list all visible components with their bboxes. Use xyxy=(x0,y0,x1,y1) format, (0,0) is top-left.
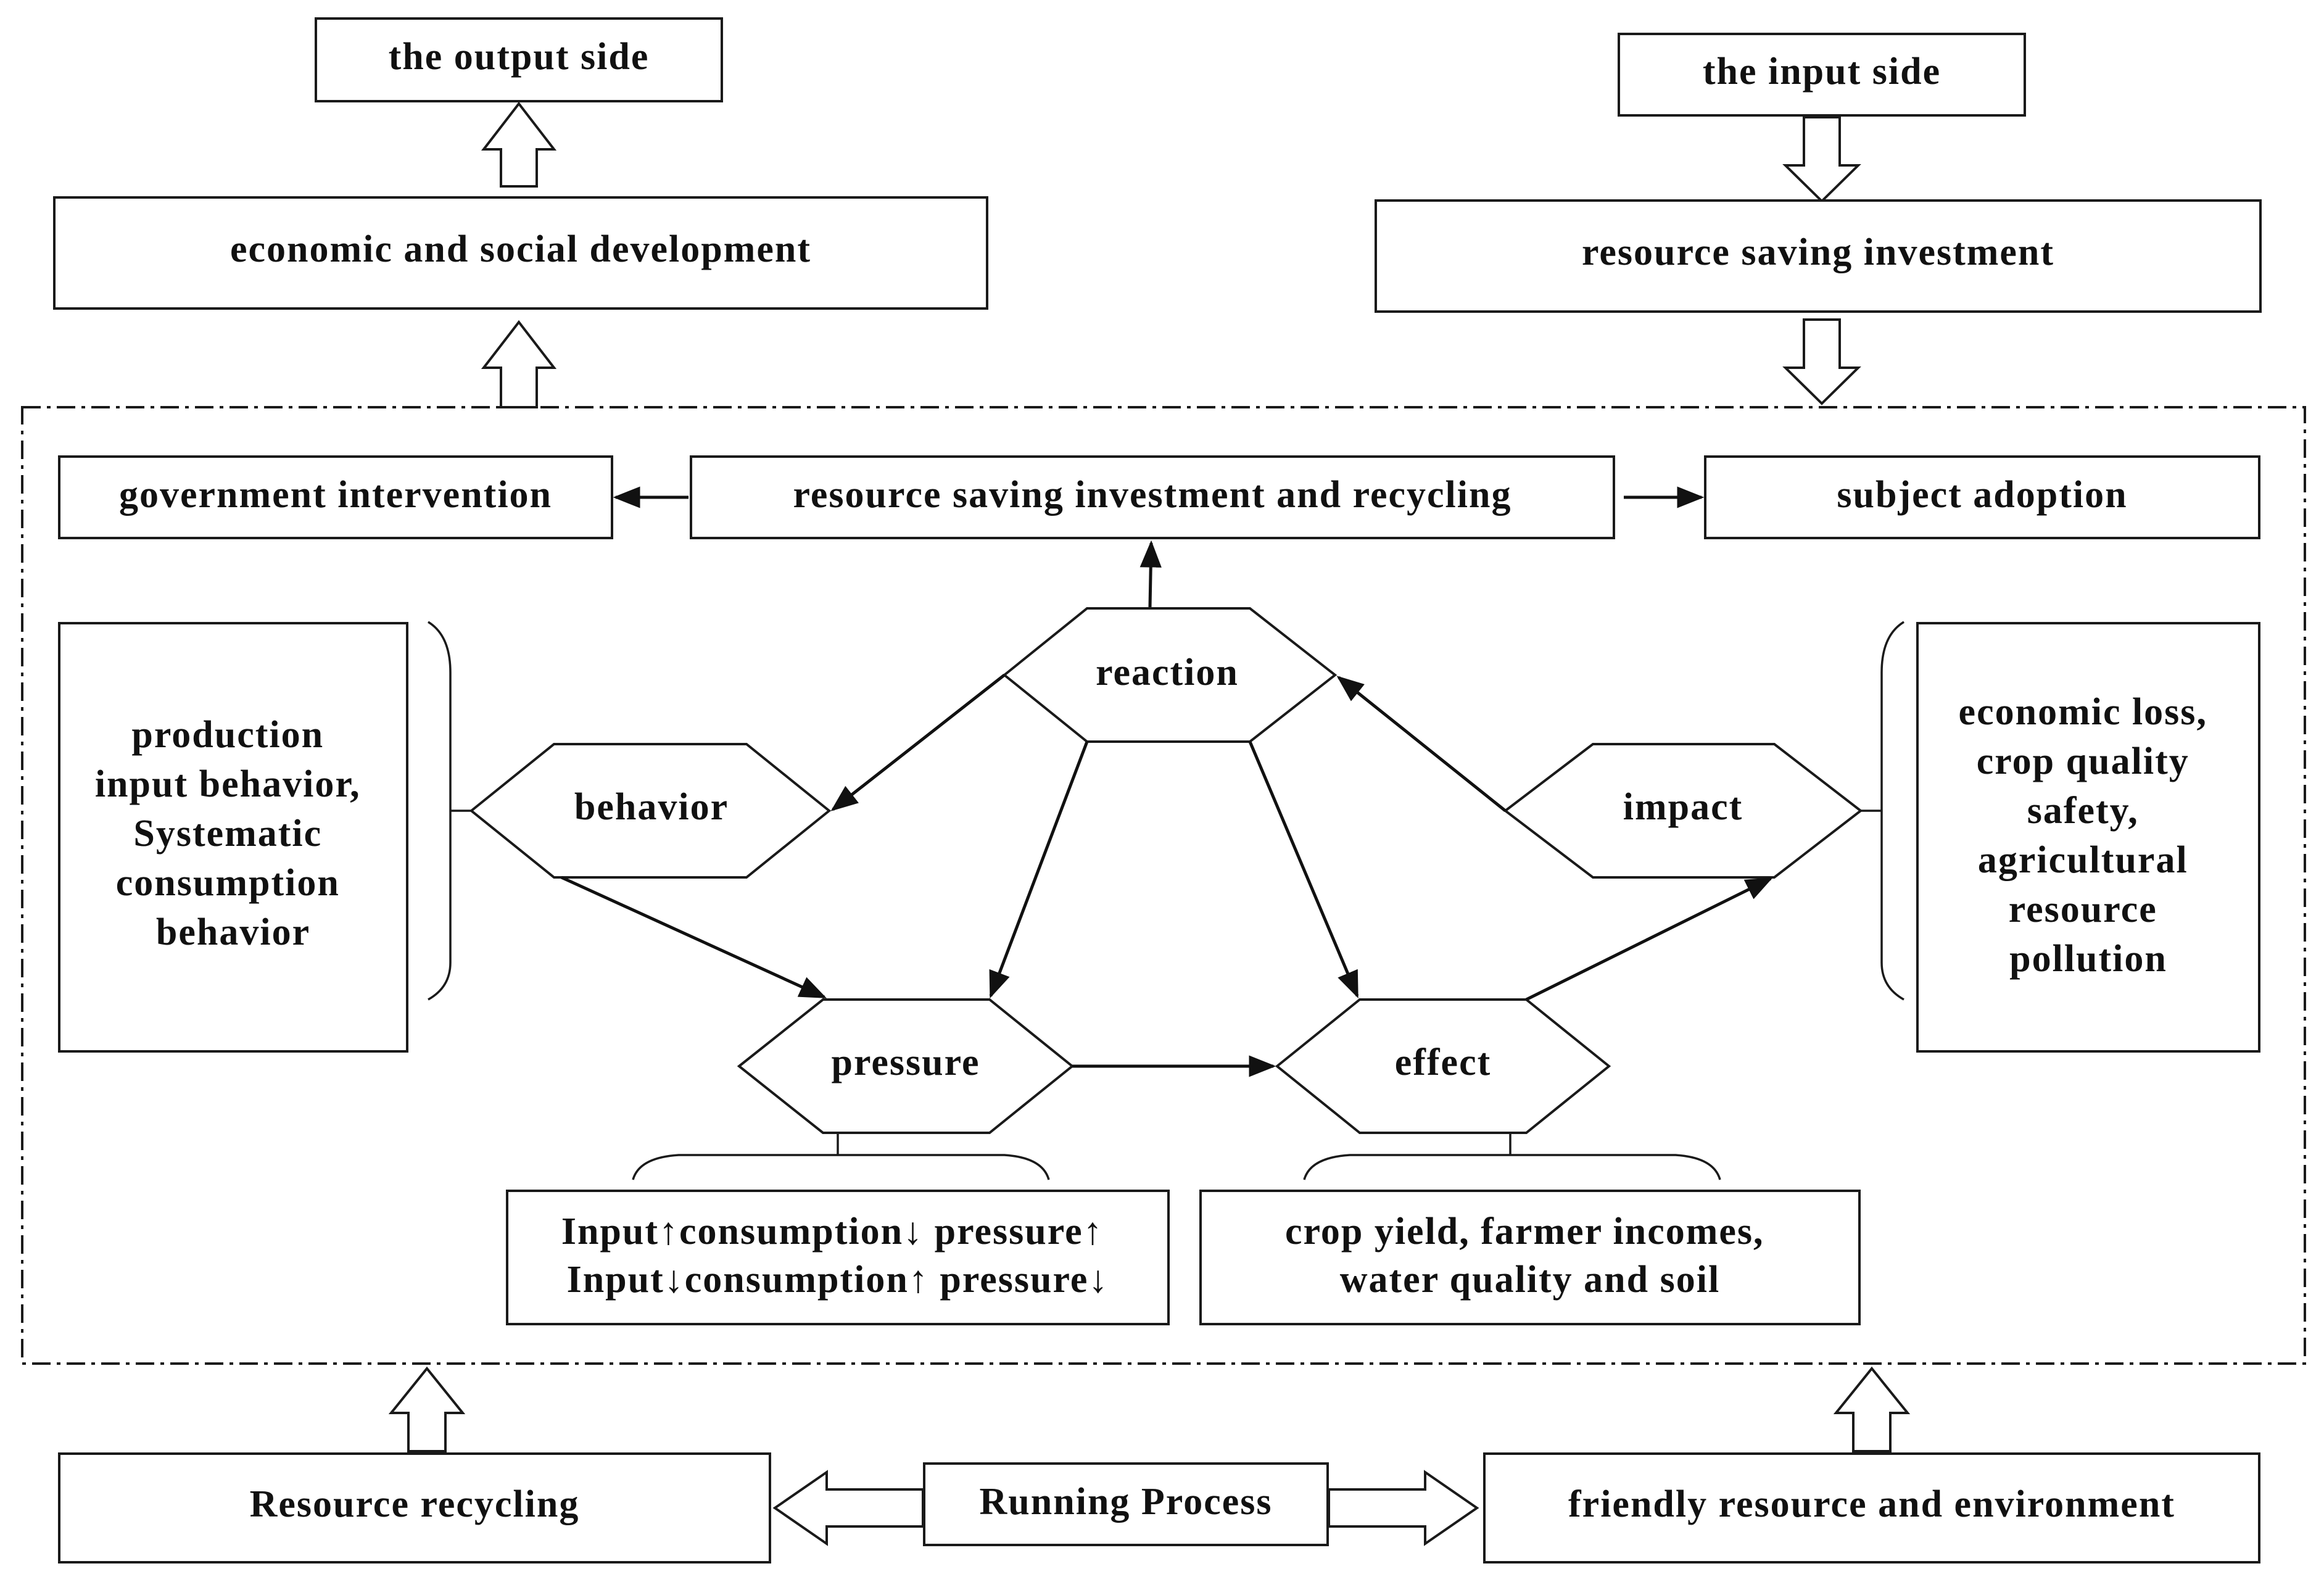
effect-detail-text: crop yield, farmer incomes, water qualit… xyxy=(1285,1211,1775,1301)
arrow-behavior-to-pressure xyxy=(560,876,827,999)
down-arrow-investment-icon xyxy=(1782,318,1861,405)
government-intervention-label: government intervention xyxy=(119,474,552,516)
subject-adoption-box xyxy=(1704,455,2260,539)
behavior-node xyxy=(469,743,832,879)
arrow-effect-to-impact xyxy=(1525,877,1773,1001)
investment-recycling-box xyxy=(690,455,1615,539)
left-brace xyxy=(428,621,452,1001)
pressure-brace xyxy=(632,1154,1050,1180)
output-side-label: the output side xyxy=(389,36,650,78)
resource-saving-investment-label: resource saving investment xyxy=(1582,231,2054,273)
arrow-reaction-to-behavior xyxy=(830,674,1006,811)
subject-adoption-label: subject adoption xyxy=(1837,474,2127,516)
arrow-reaction-to-effect xyxy=(1248,741,1359,999)
investment-recycling-label: resource saving investment and recycling xyxy=(793,474,1512,516)
up-arrow-economic-icon xyxy=(481,320,557,408)
reaction-label: reaction xyxy=(1096,652,1239,694)
input-side-box xyxy=(1618,33,2026,117)
right-arrow-process-icon xyxy=(1328,1470,1479,1546)
effect-detail-box xyxy=(1199,1190,1861,1325)
resource-recycling-label: Resource recycling xyxy=(250,1483,580,1525)
friendly-resource-box xyxy=(1483,1452,2260,1563)
system-boundary-frame xyxy=(21,406,2306,1365)
running-process-label: Running Process xyxy=(980,1481,1273,1523)
up-arrow-recycling-icon xyxy=(388,1366,466,1452)
effect-brace xyxy=(1303,1154,1721,1180)
pressure-detail-box xyxy=(506,1190,1170,1325)
arrow-reaction-to-pressure xyxy=(989,741,1089,999)
running-process-box xyxy=(923,1462,1329,1546)
effect-node xyxy=(1275,998,1611,1134)
impact-detail-box xyxy=(1916,622,2260,1053)
arrow-reaction-to-investment xyxy=(1139,540,1162,608)
pressure-label: pressure xyxy=(831,1042,980,1083)
right-brace xyxy=(1880,621,1904,1001)
behavior-detail-text: production input behavior, Systematic co… xyxy=(95,714,371,953)
up-arrow-output-icon xyxy=(481,101,557,188)
economic-development-label: economic and social development xyxy=(230,228,811,270)
arrow-impact-to-reaction xyxy=(1336,676,1507,812)
economic-development-box xyxy=(53,196,988,310)
input-side-label: the input side xyxy=(1703,51,1941,93)
left-arrow-process-icon xyxy=(772,1470,924,1546)
down-arrow-input-icon xyxy=(1782,116,1861,203)
behavior-detail-box xyxy=(58,622,408,1053)
output-side-box xyxy=(315,17,723,102)
impact-label: impact xyxy=(1623,786,1743,828)
resource-recycling-box xyxy=(58,1452,771,1563)
impact-detail-text: economic loss, crop quality safety, agri… xyxy=(1959,691,2219,980)
pressure-detail-text: Input↑consumption↓ pressure↑ Input↓consu… xyxy=(561,1211,1114,1301)
impact-node xyxy=(1503,743,1863,879)
up-arrow-friendly-icon xyxy=(1833,1366,1911,1452)
effect-label: effect xyxy=(1395,1042,1492,1083)
behavior-label: behavior xyxy=(574,786,729,828)
resource-saving-investment-box xyxy=(1375,199,2262,313)
government-intervention-box xyxy=(58,455,613,539)
friendly-resource-label: friendly resource and environment xyxy=(1568,1483,2175,1525)
